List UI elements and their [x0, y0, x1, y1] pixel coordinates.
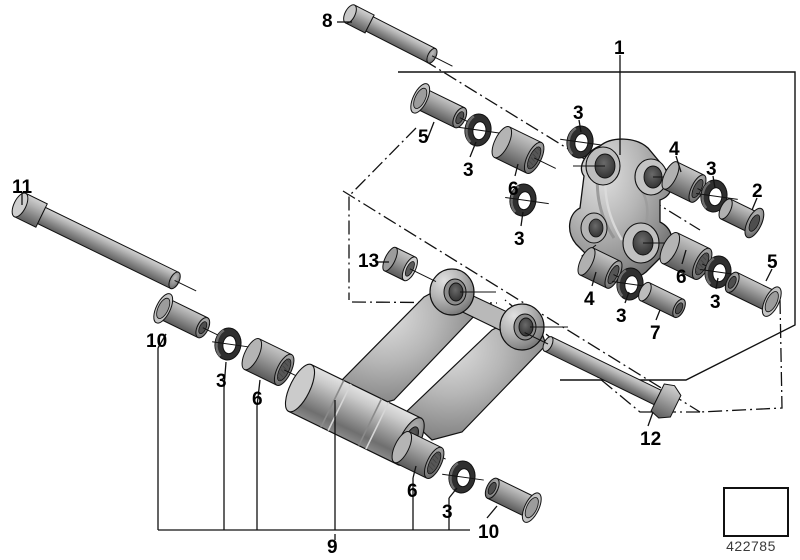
manufacturer-logo-box: [723, 487, 789, 537]
callout-7[interactable]: 7: [650, 323, 661, 344]
callout-3-d[interactable]: 3: [706, 159, 717, 180]
part-6-rubber-bushing-a: [487, 123, 556, 177]
callout-11[interactable]: 11: [12, 177, 33, 198]
callout-3-g[interactable]: 3: [216, 371, 227, 392]
diagram-part-number: 422785: [726, 538, 776, 554]
part-12-long-hex-bolt: [524, 332, 682, 419]
callout-3-a[interactable]: 3: [463, 160, 474, 181]
part-3-washer-b: [560, 123, 606, 161]
part-1-rocker-arm-triangular-bracket: [569, 138, 687, 280]
callout-3-e[interactable]: 3: [710, 292, 721, 313]
callout-6-c[interactable]: 6: [252, 389, 263, 410]
callout-3-c[interactable]: 3: [514, 229, 525, 250]
part-3-washer-d: [696, 177, 738, 215]
callout-6-b[interactable]: 6: [676, 267, 687, 288]
part-3-washer-a: [458, 111, 502, 149]
group-boundary-solid: [398, 71, 796, 381]
callout-5-b[interactable]: 5: [767, 252, 778, 273]
callout-9[interactable]: 9: [327, 537, 338, 558]
callout-3-h[interactable]: 3: [442, 502, 453, 523]
part-10-flanged-sleeve-b: [479, 471, 546, 526]
part-3-washer-c: [505, 181, 549, 219]
callout-1[interactable]: 1: [614, 38, 625, 59]
callout-4-b[interactable]: 4: [584, 289, 595, 310]
callout-13[interactable]: 13: [358, 251, 380, 272]
callout-8[interactable]: 8: [322, 11, 333, 32]
callout-4-a[interactable]: 4: [669, 139, 680, 160]
part-13-small-spacer: [379, 244, 437, 284]
part-3-washer-h: [442, 458, 484, 496]
callout-5-a[interactable]: 5: [418, 127, 429, 148]
part-3-washer-g: [211, 325, 250, 363]
part-9-connecting-link-fork: [284, 268, 568, 466]
callout-2[interactable]: 2: [752, 181, 763, 202]
callout-6-d[interactable]: 6: [407, 481, 418, 502]
part-11-long-through-bolt: [11, 192, 197, 292]
callout-3-b[interactable]: 3: [573, 103, 584, 124]
callout-10-a[interactable]: 10: [146, 331, 168, 352]
callout-6-a[interactable]: 6: [508, 179, 519, 200]
leader-lines: [21, 21, 773, 540]
callout-10-b[interactable]: 10: [478, 522, 500, 543]
callout-3-f[interactable]: 3: [616, 306, 627, 327]
part-8-pivot-bolt-short: [343, 4, 453, 67]
part-2-flanged-collar: [718, 198, 765, 239]
callout-12[interactable]: 12: [640, 429, 662, 450]
